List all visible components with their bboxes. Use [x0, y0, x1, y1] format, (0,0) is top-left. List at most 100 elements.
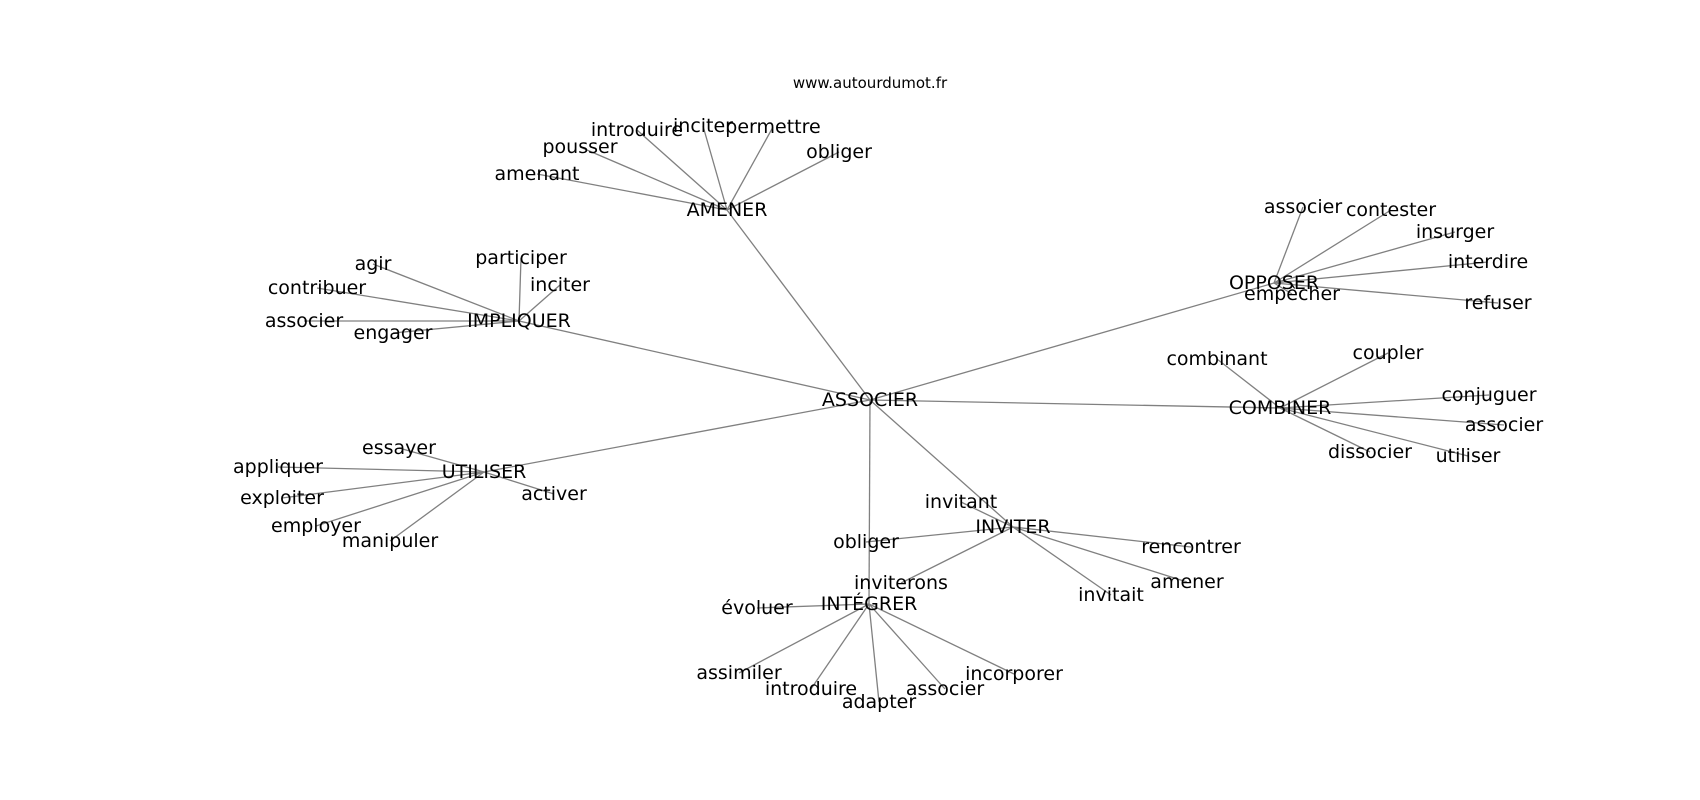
word-node-label: inciter: [530, 274, 590, 296]
edge-hub-to-word: [398, 447, 485, 473]
word-node-label: activer: [521, 483, 587, 505]
edge-hub-to-word: [810, 603, 870, 690]
word-node-label: amenant: [494, 163, 579, 185]
edge-hub-to-word: [738, 603, 870, 674]
word-node-label: contester: [1346, 199, 1436, 221]
edge-hub-to-word: [726, 151, 840, 211]
word-node-label: combinant: [1166, 348, 1267, 370]
word-node-label: insurger: [1416, 221, 1494, 243]
word-node-label: obliger: [806, 141, 872, 163]
edge-hub-to-word: [483, 471, 555, 495]
edge-hub-to-word: [1012, 526, 1192, 548]
word-node-label: utiliser: [1436, 445, 1501, 467]
word-node-label: rencontrer: [1141, 536, 1241, 558]
word-node-label: conjuguer: [1441, 384, 1536, 406]
hub-node-label: OPPOSER: [1229, 272, 1319, 294]
edge-hub-to-word: [1279, 407, 1505, 426]
edge-hub-to-word: [1279, 352, 1389, 409]
edge-hub-to-word: [1273, 282, 1499, 304]
edge-hub-to-word: [315, 471, 485, 527]
edge-hub-to-word: [960, 501, 1014, 528]
hub-node-label: IMPLIQUER: [467, 310, 571, 332]
hub-node-label: INVITER: [975, 516, 1050, 538]
edge-hub-to-word: [1279, 394, 1490, 409]
word-node-label: dissocier: [1328, 441, 1412, 463]
edge-hub-to-word: [1279, 407, 1469, 457]
word-node-label: obliger: [833, 531, 899, 553]
edge-hub-to-word: [316, 287, 520, 322]
word-node-label: assimiler: [696, 662, 781, 684]
word-node-label: évoluer: [721, 597, 793, 619]
edge-center-to-hub: [726, 209, 871, 401]
edge-hub-to-word: [1273, 261, 1489, 284]
word-node-label: associer: [1264, 196, 1342, 218]
edge-center-to-hub: [518, 320, 871, 401]
edge-hub-to-word: [536, 173, 728, 211]
word-node-label: incorporer: [965, 663, 1063, 685]
word-node-label: introduire: [765, 678, 857, 700]
edge-hub-to-word: [392, 320, 520, 334]
edges: [277, 125, 1505, 703]
center-node-label: ASSOCIER: [822, 389, 918, 411]
edge-hub-to-word: [726, 126, 774, 211]
edge-hub-to-word: [1273, 206, 1304, 284]
edge-hub-to-word: [636, 129, 728, 211]
edge-hub-to-word: [389, 471, 485, 542]
edge-hub-to-word: [579, 146, 728, 211]
watermark: www.autourdumot.fr: [793, 74, 948, 92]
edge-hub-to-word: [1012, 526, 1112, 596]
word-node-label: coupler: [1353, 342, 1424, 364]
word-node-label: agir: [355, 253, 392, 275]
word-node-label: permettre: [725, 116, 820, 138]
edge-hub-to-word: [1012, 526, 1188, 583]
word-node-label: invitant: [925, 491, 997, 513]
word-node-label: manipuler: [342, 530, 439, 552]
word-node-label: associer: [1465, 414, 1543, 436]
word-node-label: invitait: [1078, 584, 1144, 606]
word-node-label: empêcher: [1244, 283, 1340, 305]
word-node-label: amener: [1150, 571, 1224, 593]
edge-hub-to-word: [756, 603, 870, 609]
node-labels: ASSOCIERAMENERamenantpousserintroduirein…: [233, 115, 1543, 713]
edge-hub-to-word: [868, 603, 946, 690]
word-node-label: inviterons: [854, 572, 948, 594]
edge-hub-to-word: [868, 603, 1015, 675]
hub-node-label: UTILISER: [442, 461, 527, 483]
edge-hub-to-word: [372, 263, 520, 322]
edge-hub-to-word: [518, 257, 522, 322]
edge-hub-to-word: [868, 603, 880, 703]
edge-hub-to-word: [518, 284, 561, 322]
word-node-label: refuser: [1464, 292, 1531, 314]
edge-hub-to-word: [702, 125, 728, 211]
word-node-label: inciter: [673, 115, 733, 137]
edge-hub-to-word: [1273, 209, 1392, 284]
edge-hub-to-word: [865, 526, 1014, 543]
word-node-label: associer: [906, 678, 984, 700]
hub-node-label: COMBINER: [1229, 397, 1332, 419]
word-node-label: introduire: [591, 119, 683, 141]
edge-hub-to-word: [277, 466, 485, 473]
edge-hub-to-word: [900, 526, 1014, 584]
edge-center-to-hub: [868, 399, 871, 605]
edge-hub-to-word: [281, 471, 485, 499]
word-node-label: interdire: [1448, 251, 1528, 273]
word-node-label: exploiter: [240, 487, 324, 509]
word-node-label: associer: [265, 310, 343, 332]
word-node-label: employer: [271, 515, 361, 537]
word-node-label: contribuer: [268, 277, 366, 299]
hub-node-label: INTÉGRER: [821, 592, 918, 615]
hub-node-label: AMENER: [687, 199, 768, 221]
edge-center-to-hub: [483, 399, 871, 473]
word-node-label: participer: [475, 247, 567, 269]
edge-center-to-hub: [869, 399, 1281, 409]
edge-hub-to-word: [1279, 407, 1371, 453]
word-node-label: appliquer: [233, 456, 323, 478]
word-node-label: adapter: [842, 691, 917, 713]
word-node-label: pousser: [542, 136, 617, 158]
edge-hub-to-word: [1216, 358, 1281, 409]
edge-hub-to-word: [1273, 231, 1456, 284]
word-node-label: engager: [354, 322, 433, 344]
edge-hub-to-word: [1273, 282, 1293, 295]
edge-center-to-hub: [869, 282, 1275, 401]
